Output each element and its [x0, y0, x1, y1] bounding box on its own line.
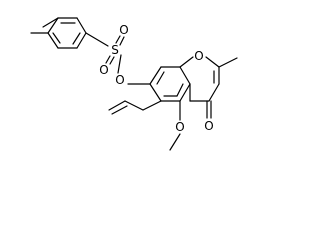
bond — [142, 100, 162, 111]
bond — [47, 17, 59, 34]
pyranone-ring — [179, 56, 220, 102]
bond — [76, 32, 87, 49]
atom-sulfur: S — [111, 43, 119, 57]
bond — [42, 17, 59, 28]
double-bond — [109, 56, 115, 65]
bond — [124, 100, 144, 111]
double-bond — [105, 55, 111, 64]
bond — [85, 32, 109, 47]
double-bond-inner — [156, 71, 165, 85]
double-bond-inner — [176, 83, 184, 97]
double-bond — [108, 100, 126, 111]
atom-sulfonyl-oxygen-upper: O — [119, 23, 128, 37]
double-bond — [119, 36, 125, 46]
atom-ester-oxygen: O — [115, 73, 124, 87]
atom-ring-oxygen: O — [194, 49, 203, 63]
bond — [205, 56, 220, 68]
methyl-bond — [218, 57, 238, 68]
bond — [208, 83, 220, 102]
bond — [179, 83, 191, 102]
methyl-bond — [169, 133, 181, 151]
bond — [47, 32, 59, 49]
bond — [179, 66, 191, 85]
atom-carbonyl-oxygen: O — [204, 119, 213, 133]
atom-methoxy-oxygen: O — [175, 120, 184, 134]
chromone-benzo-ring — [149, 66, 191, 102]
bond — [179, 56, 194, 68]
double-bond-inner — [52, 32, 61, 44]
double-bond-inner — [72, 32, 81, 45]
double-bond — [115, 35, 121, 44]
atom-sulfonyl-oxygen-lower: O — [99, 63, 108, 77]
double-bond — [111, 105, 128, 115]
bond — [117, 54, 122, 74]
bond — [76, 17, 87, 34]
tolyl-ring — [42, 17, 87, 49]
bond — [149, 83, 162, 102]
bond — [149, 66, 162, 85]
chemical-structure-diagram: S O O O O O O — [30, 17, 238, 151]
